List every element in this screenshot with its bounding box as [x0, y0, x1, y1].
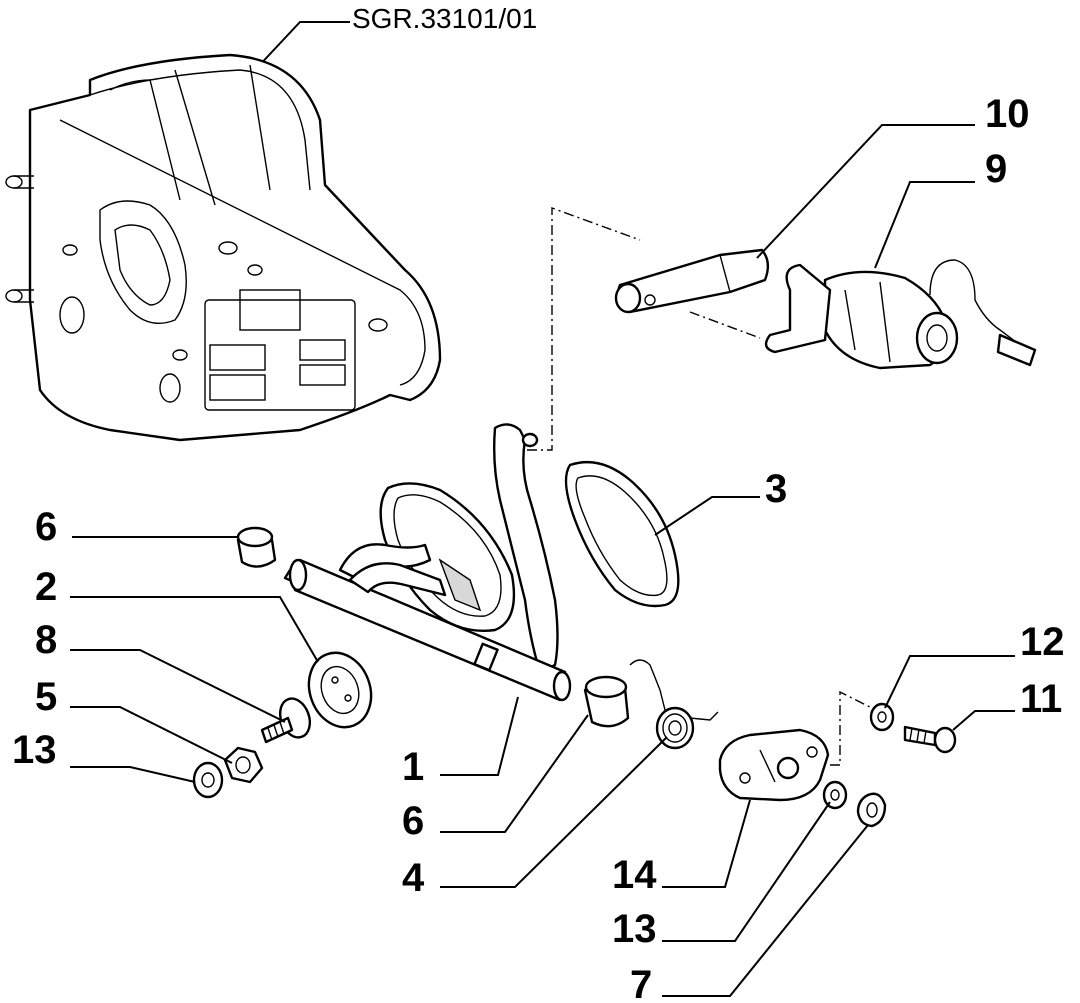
part-11-screw [903, 725, 957, 754]
label-13-left: 13 [12, 728, 57, 772]
part-13-washer-left [192, 761, 224, 799]
part-6-bush-right [583, 675, 630, 728]
label-10: 10 [985, 92, 1030, 136]
gearbox-housing [5, 53, 442, 442]
leader-lines [70, 124, 1015, 997]
part-12-washer [869, 702, 895, 732]
label-2: 2 [35, 565, 57, 609]
part-5-nut [223, 746, 264, 784]
label-6-right: 6 [402, 799, 424, 843]
part-9-actuator [764, 259, 1037, 370]
part-13-washer-right [822, 780, 848, 810]
part-1-selector-shaft [283, 423, 572, 702]
part-labels: 10 9 3 6 2 8 5 13 12 11 1 6 4 14 13 7 [12, 92, 1065, 1003]
label-5: 5 [35, 675, 57, 719]
part-3-gasket [564, 461, 680, 608]
label-14: 14 [612, 853, 657, 897]
label-3: 3 [765, 467, 787, 511]
part-8-bolt [260, 697, 312, 744]
part-14-bracket [718, 728, 830, 802]
reference-leader [254, 21, 350, 71]
label-9: 9 [985, 147, 1007, 191]
assembly-axis-lines [527, 207, 873, 766]
part-2-cover [307, 651, 373, 729]
label-7: 7 [630, 963, 652, 1003]
part-10-sleeve [614, 248, 770, 314]
label-8: 8 [35, 618, 57, 662]
label-11: 11 [1020, 677, 1062, 721]
label-13-right: 13 [612, 907, 657, 951]
label-4: 4 [402, 856, 425, 900]
diagram-reference: SGR.33101/01 [352, 3, 537, 34]
label-12: 12 [1020, 620, 1065, 664]
label-1: 1 [402, 745, 424, 789]
part-7-circlip [856, 792, 887, 828]
part-6-bush-left [236, 526, 277, 568]
part-4-spring [629, 659, 719, 750]
label-6-left: 6 [35, 505, 57, 549]
